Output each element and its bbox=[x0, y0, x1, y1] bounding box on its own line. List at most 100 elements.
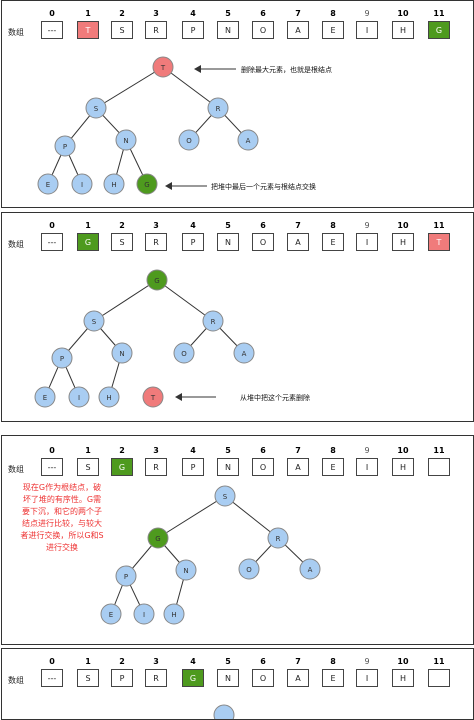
tree-node bbox=[71, 173, 93, 195]
array-cell: A bbox=[287, 669, 309, 687]
array-index: 2 bbox=[119, 657, 125, 666]
array-cell: --- bbox=[41, 21, 63, 39]
array-cell: H bbox=[392, 21, 414, 39]
array-index: 11 bbox=[433, 446, 445, 455]
array-index: 2 bbox=[119, 9, 125, 18]
tree-node-label: A bbox=[246, 137, 251, 145]
tree-node bbox=[98, 386, 120, 408]
tree-node-label: P bbox=[60, 355, 64, 363]
explanation-note: 现在G作为根结点，破 坏了堆的有序性。G需 要下沉，和它的两个子 结点进行比较，… bbox=[20, 483, 104, 552]
array-index: 8 bbox=[330, 9, 336, 18]
array-cell: I bbox=[356, 21, 378, 39]
array-cell: E bbox=[322, 21, 344, 39]
tree-nodes: T S R P N O A E I H G bbox=[37, 56, 259, 195]
tree-node-label: S bbox=[223, 493, 228, 501]
tree-nodes: G S R P N O A E I H T bbox=[34, 269, 255, 408]
tree-node-label: S bbox=[94, 105, 99, 113]
array-index: 4 bbox=[190, 9, 196, 18]
array-cell: I bbox=[356, 669, 378, 687]
tree-node-label: E bbox=[109, 611, 113, 619]
array-cell: I bbox=[356, 458, 378, 476]
array-cell: A bbox=[287, 21, 309, 39]
array-cell bbox=[428, 458, 450, 476]
array-cell: P bbox=[111, 669, 133, 687]
tree-node bbox=[237, 129, 259, 151]
array-cell: G bbox=[111, 458, 133, 476]
array-cell: A bbox=[287, 458, 309, 476]
tree-node bbox=[233, 342, 255, 364]
tree-node bbox=[299, 558, 321, 580]
array-cell: H bbox=[392, 669, 414, 687]
array-index: 11 bbox=[433, 657, 445, 666]
tree-node-root bbox=[214, 485, 236, 507]
array-cell: O bbox=[252, 669, 274, 687]
tree-node bbox=[238, 558, 260, 580]
annotation: 把堆中最后一个元素与根结点交换 bbox=[211, 182, 316, 191]
tree-node-label: H bbox=[106, 394, 111, 402]
heap-tree-1: T S R P N O A E I H G 删除最大元素，也就是根结点 把堆中最… bbox=[37, 56, 332, 195]
array-index: 5 bbox=[225, 221, 231, 230]
tree-node bbox=[111, 342, 133, 364]
arrow-head-icon bbox=[165, 182, 172, 190]
tree-node bbox=[100, 603, 122, 625]
array-cell: E bbox=[322, 233, 344, 251]
array-cell: N bbox=[217, 458, 239, 476]
tree-node bbox=[173, 342, 195, 364]
array-index: 4 bbox=[190, 657, 196, 666]
array-index: 5 bbox=[225, 657, 231, 666]
arrow-head-icon bbox=[175, 393, 182, 401]
array-index: 4 bbox=[190, 446, 196, 455]
tree-node-label: R bbox=[216, 105, 221, 113]
tree-node-root bbox=[152, 56, 174, 78]
array-cell: P bbox=[182, 21, 204, 39]
panel-step-3: S G R P N O A E I H 现在G作为根结点，破 坏了堆的有序性。G… bbox=[1, 435, 474, 645]
array-cell: G bbox=[428, 21, 450, 39]
tree-node-label: N bbox=[183, 567, 188, 575]
array-index: 9 bbox=[364, 446, 370, 455]
array-index: 0 bbox=[49, 9, 55, 18]
tree-node-label: E bbox=[46, 181, 50, 189]
array-cell: T bbox=[428, 233, 450, 251]
array-index: 6 bbox=[260, 9, 266, 18]
tree-node-label: E bbox=[43, 394, 47, 402]
array-index: 1 bbox=[85, 221, 91, 230]
array-index: 5 bbox=[225, 9, 231, 18]
tree-node-root bbox=[146, 269, 168, 291]
tree-node bbox=[103, 173, 125, 195]
array-index: 6 bbox=[260, 446, 266, 455]
tree-node-label: G bbox=[154, 277, 159, 285]
array-cell: R bbox=[145, 669, 167, 687]
array-index: 7 bbox=[295, 446, 301, 455]
array-index: 0 bbox=[49, 221, 55, 230]
array-index: 11 bbox=[433, 9, 445, 18]
array-cell: P bbox=[182, 458, 204, 476]
array-cell: O bbox=[252, 233, 274, 251]
array-index: 9 bbox=[364, 9, 370, 18]
tree-node bbox=[54, 135, 76, 157]
array-index: 3 bbox=[153, 446, 159, 455]
array-index: 9 bbox=[364, 657, 370, 666]
array-index: 10 bbox=[397, 221, 409, 230]
tree-node bbox=[51, 347, 73, 369]
tree-node-label: O bbox=[246, 566, 252, 574]
tree-node-label: S bbox=[92, 318, 97, 326]
tree-node bbox=[115, 129, 137, 151]
tree-node-label: A bbox=[242, 350, 247, 358]
array-index: 2 bbox=[119, 446, 125, 455]
heap-tree-3: S G R P N O A E I H bbox=[100, 485, 321, 625]
tree-node-label: P bbox=[63, 143, 67, 151]
tree-node-label: O bbox=[181, 350, 187, 358]
array-index: 0 bbox=[49, 446, 55, 455]
array-index: 8 bbox=[330, 657, 336, 666]
array-index: 7 bbox=[295, 9, 301, 18]
array-cell: --- bbox=[41, 458, 63, 476]
array-cell: R bbox=[145, 21, 167, 39]
array-cell: S bbox=[111, 233, 133, 251]
tree-node-label: N bbox=[123, 137, 128, 145]
array-index: 3 bbox=[153, 657, 159, 666]
array-index: 1 bbox=[85, 446, 91, 455]
array-index: 1 bbox=[85, 657, 91, 666]
array-index: 5 bbox=[225, 446, 231, 455]
array-cell: S bbox=[77, 458, 99, 476]
